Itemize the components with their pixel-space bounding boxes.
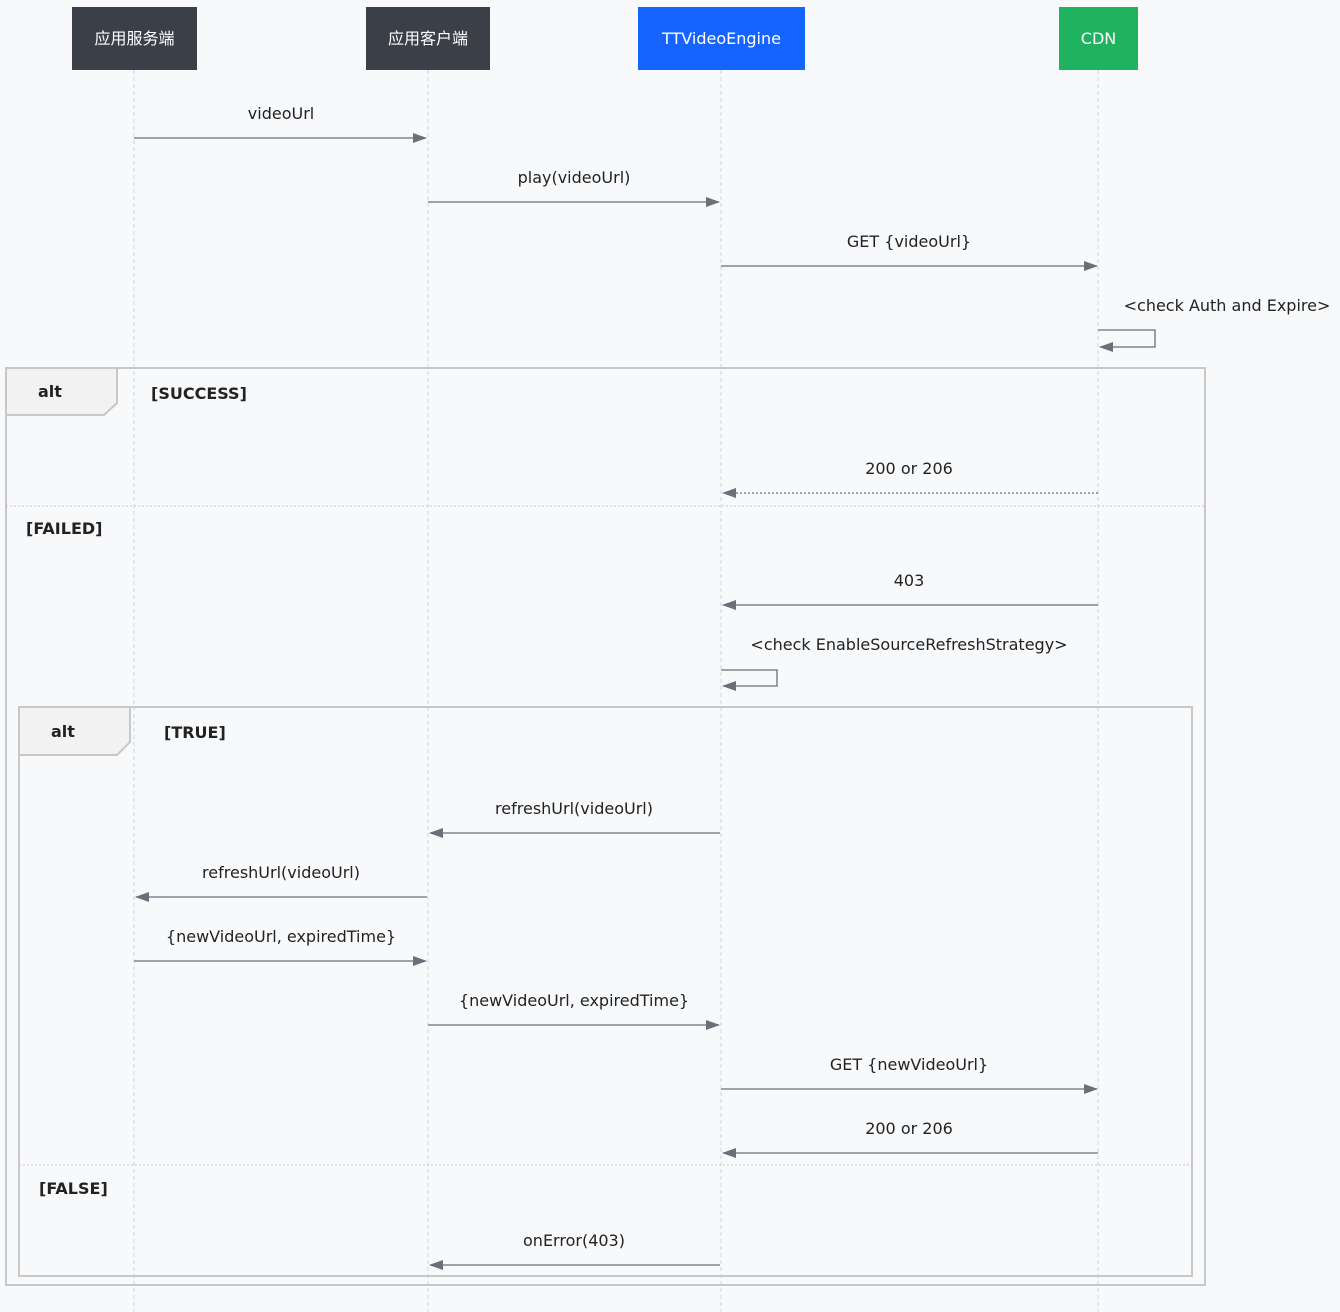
message-m1: videoUrl (134, 104, 427, 143)
actor-box (366, 7, 490, 70)
message-m6: 403 (722, 571, 1098, 610)
self-message-arrow (721, 669, 778, 691)
actor-label: 应用客户端 (388, 29, 468, 48)
actor-client: 应用客户端 (366, 7, 490, 70)
frame-border (18, 706, 1193, 1277)
actor-server: 应用服务端 (72, 7, 197, 70)
message-label: onError(403) (523, 1231, 625, 1250)
message-label: refreshUrl(videoUrl) (495, 799, 653, 818)
actor-box (638, 7, 805, 70)
message-label: <check Auth and Expire> (1124, 296, 1331, 315)
message-m4: <check Auth and Expire> (1098, 296, 1331, 352)
message-m14: onError(403) (429, 1231, 720, 1270)
message-label: {newVideoUrl, expiredTime} (459, 991, 689, 1010)
frame-border (5, 367, 1206, 1286)
actor-box (1059, 7, 1138, 70)
message-m5: 200 or 206 (722, 459, 1098, 498)
message-m12: GET {newVideoUrl} (721, 1055, 1098, 1094)
message-label: 200 or 206 (865, 1119, 953, 1138)
actor-engine: TTVideoEngine (638, 7, 805, 70)
message-m13: 200 or 206 (722, 1119, 1098, 1158)
message-m2: play(videoUrl) (428, 168, 720, 207)
frame-condition: [SUCCESS] (151, 384, 247, 403)
message-label: {newVideoUrl, expiredTime} (166, 927, 396, 946)
frame-title: alt (51, 722, 75, 741)
message-m9: refreshUrl(videoUrl) (135, 863, 427, 902)
frame-condition: [TRUE] (164, 723, 226, 742)
frame-title: alt (38, 382, 62, 401)
message-label: play(videoUrl) (518, 168, 631, 187)
message-label: videoUrl (248, 104, 314, 123)
message-label: refreshUrl(videoUrl) (202, 863, 360, 882)
actor-cdn: CDN (1059, 7, 1138, 70)
message-m10: {newVideoUrl, expiredTime} (134, 927, 427, 966)
frame-tab (5, 367, 118, 416)
actor-label: TTVideoEngine (661, 29, 781, 48)
frame-condition: [FAILED] (26, 519, 102, 538)
message-m11: {newVideoUrl, expiredTime} (428, 991, 720, 1030)
message-label: 403 (894, 571, 925, 590)
message-label: GET {newVideoUrl} (830, 1055, 988, 1074)
frame-condition: [FALSE] (39, 1179, 108, 1198)
message-label: <check EnableSourceRefreshStrategy> (750, 635, 1067, 654)
frame-tab (18, 706, 131, 756)
alt-frame-outer: alt [SUCCESS] [FAILED] (5, 367, 1206, 1286)
actor-label: CDN (1081, 29, 1116, 48)
actor-label: 应用服务端 (94, 29, 174, 48)
message-m7: <check EnableSourceRefreshStrategy> (721, 635, 1068, 691)
self-message-arrow (1098, 329, 1156, 352)
alt-frame-inner: alt [TRUE] [FALSE] (18, 706, 1193, 1277)
message-label: GET {videoUrl} (847, 232, 971, 251)
message-m8: refreshUrl(videoUrl) (429, 799, 720, 838)
message-label: 200 or 206 (865, 459, 953, 478)
actor-box (72, 7, 197, 70)
message-m3: GET {videoUrl} (721, 232, 1098, 271)
